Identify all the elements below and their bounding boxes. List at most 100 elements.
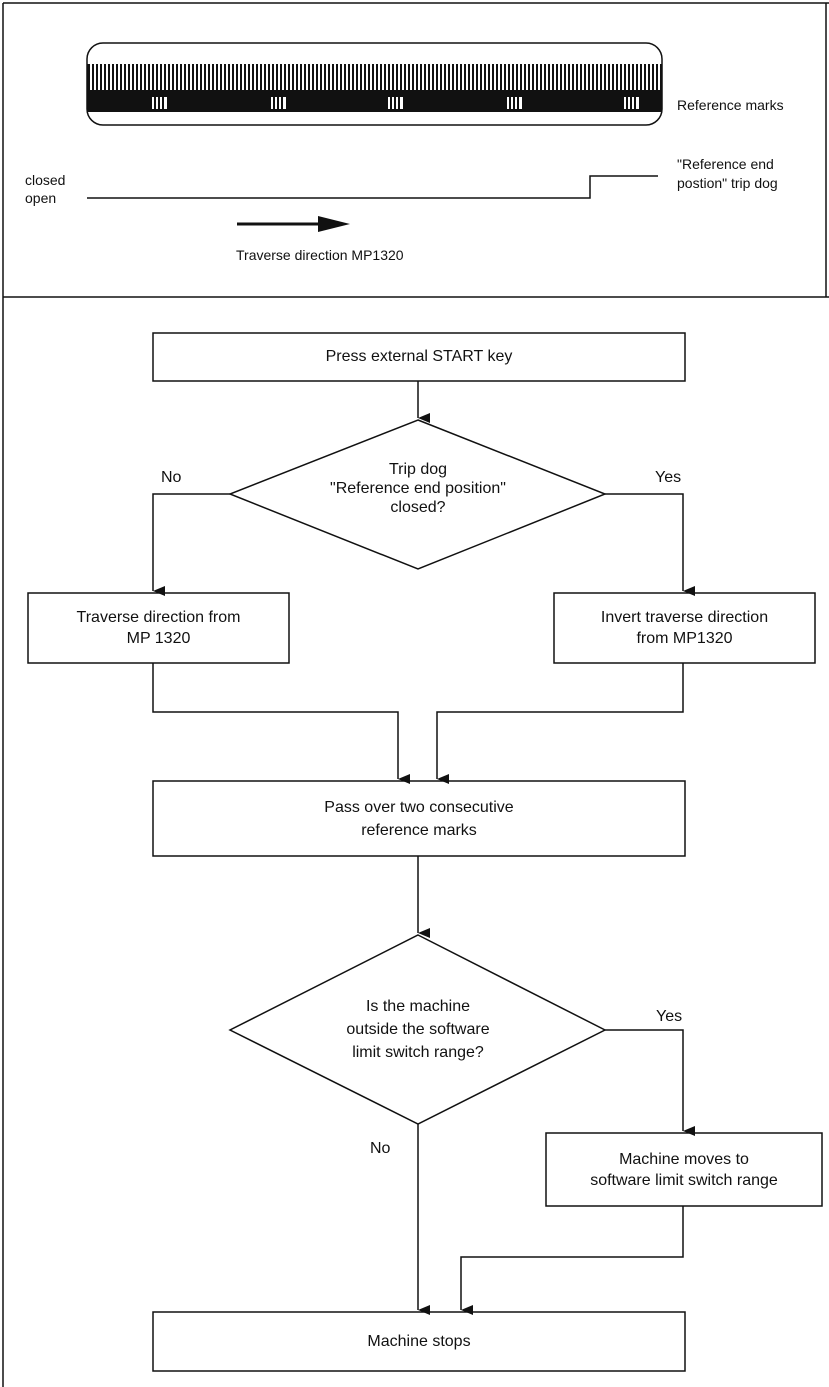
graduation-tick bbox=[230, 64, 232, 90]
graduation-tick bbox=[510, 64, 512, 90]
graduation-tick bbox=[262, 64, 264, 90]
graduation-tick bbox=[490, 64, 492, 90]
graduation-tick bbox=[554, 64, 556, 90]
reference-mark bbox=[152, 97, 154, 109]
graduation-tick bbox=[438, 64, 440, 90]
graduation-tick bbox=[422, 64, 424, 90]
graduation-tick bbox=[174, 64, 176, 90]
graduation-tick bbox=[250, 64, 252, 90]
graduation-tick bbox=[154, 64, 156, 90]
reference-mark bbox=[519, 97, 522, 109]
switch-open-label: open bbox=[25, 190, 57, 206]
graduation-tick bbox=[602, 64, 604, 90]
box-traverse-direction bbox=[27, 592, 290, 664]
graduation-tick bbox=[218, 64, 220, 90]
graduation-tick bbox=[534, 64, 536, 90]
graduation-tick bbox=[394, 64, 396, 90]
graduation-tick bbox=[446, 64, 448, 90]
graduation-tick bbox=[426, 64, 428, 90]
graduation-tick bbox=[366, 64, 368, 90]
graduation-tick bbox=[210, 64, 212, 90]
graduation-tick bbox=[654, 64, 656, 90]
graduation-tick bbox=[542, 64, 544, 90]
graduation-tick bbox=[434, 64, 436, 90]
graduation-tick bbox=[102, 64, 104, 90]
graduation-tick bbox=[202, 64, 204, 90]
decision2-line3: limit switch range? bbox=[352, 1044, 484, 1061]
graduation-tick bbox=[330, 64, 332, 90]
box-traverse-line2: MP 1320 bbox=[126, 630, 191, 647]
graduation-tick bbox=[582, 64, 584, 90]
graduation-tick bbox=[286, 64, 288, 90]
graduation-tick bbox=[562, 64, 564, 90]
trip-dog-signal bbox=[87, 175, 658, 199]
reference-mark bbox=[156, 97, 158, 109]
graduation-tick bbox=[466, 64, 468, 90]
graduation-tick bbox=[566, 64, 568, 90]
graduation-tick bbox=[506, 64, 508, 90]
graduation-tick bbox=[590, 64, 592, 90]
graduation-tick bbox=[170, 64, 172, 90]
graduation-tick bbox=[498, 64, 500, 90]
graduation-tick bbox=[658, 64, 660, 90]
box-invert-line1: Invert traverse direction bbox=[600, 609, 769, 626]
graduation-tick bbox=[214, 64, 216, 90]
graduation-tick bbox=[150, 64, 152, 90]
graduation-tick bbox=[646, 64, 648, 90]
graduation-tick bbox=[414, 64, 416, 90]
decision2-yes-label: Yes bbox=[656, 1008, 683, 1025]
reference-mark bbox=[275, 97, 277, 109]
graduation-tick bbox=[182, 64, 184, 90]
graduation-tick bbox=[318, 64, 320, 90]
graduation-tick bbox=[354, 64, 356, 90]
end-box-text: Machine stops bbox=[367, 1333, 471, 1350]
graduation-tick bbox=[522, 64, 524, 90]
graduation-tick bbox=[458, 64, 460, 90]
graduation-tick bbox=[98, 64, 100, 90]
scale-illustration bbox=[86, 42, 663, 126]
decision1-no-label: No bbox=[161, 469, 182, 486]
graduation-tick bbox=[558, 64, 560, 90]
graduation-tick bbox=[442, 64, 444, 90]
reference-mark bbox=[396, 97, 398, 109]
graduation-tick bbox=[234, 64, 236, 90]
graduation-tick bbox=[634, 64, 636, 90]
decision1-yes-label: Yes bbox=[655, 469, 682, 486]
connectors bbox=[152, 381, 695, 1315]
traverse-direction-label: Traverse direction MP1320 bbox=[236, 247, 404, 263]
box-machine-moves bbox=[545, 1132, 823, 1207]
graduation-tick bbox=[118, 64, 120, 90]
graduation-tick bbox=[462, 64, 464, 90]
graduation-tick bbox=[294, 64, 296, 90]
graduation-tick bbox=[398, 64, 400, 90]
box-invert-line2: from MP1320 bbox=[636, 630, 733, 647]
graduation-tick bbox=[278, 64, 280, 90]
graduation-tick bbox=[314, 64, 316, 90]
graduation-tick bbox=[402, 64, 404, 90]
decision1-line2: "Reference end position" bbox=[330, 480, 506, 497]
graduation-tick bbox=[642, 64, 644, 90]
pass-over-box bbox=[152, 780, 686, 857]
graduation-tick bbox=[130, 64, 132, 90]
graduation-tick bbox=[630, 64, 632, 90]
graduation-tick bbox=[370, 64, 372, 90]
graduation-tick bbox=[310, 64, 312, 90]
reference-mark bbox=[160, 97, 162, 109]
graduation-ticks bbox=[90, 64, 660, 90]
reference-mark bbox=[388, 97, 390, 109]
graduation-tick bbox=[274, 64, 276, 90]
graduation-tick bbox=[598, 64, 600, 90]
graduation-tick bbox=[334, 64, 336, 90]
graduation-tick bbox=[638, 64, 640, 90]
graduation-tick bbox=[418, 64, 420, 90]
graduation-tick bbox=[550, 64, 552, 90]
graduation-tick bbox=[570, 64, 572, 90]
graduation-tick bbox=[378, 64, 380, 90]
graduation-tick bbox=[482, 64, 484, 90]
graduation-tick bbox=[478, 64, 480, 90]
graduation-tick bbox=[650, 64, 652, 90]
decision2-line1: Is the machine bbox=[365, 998, 471, 1015]
pass-over-line2: reference marks bbox=[361, 822, 477, 839]
box-move-line1: Machine moves to bbox=[619, 1151, 749, 1168]
